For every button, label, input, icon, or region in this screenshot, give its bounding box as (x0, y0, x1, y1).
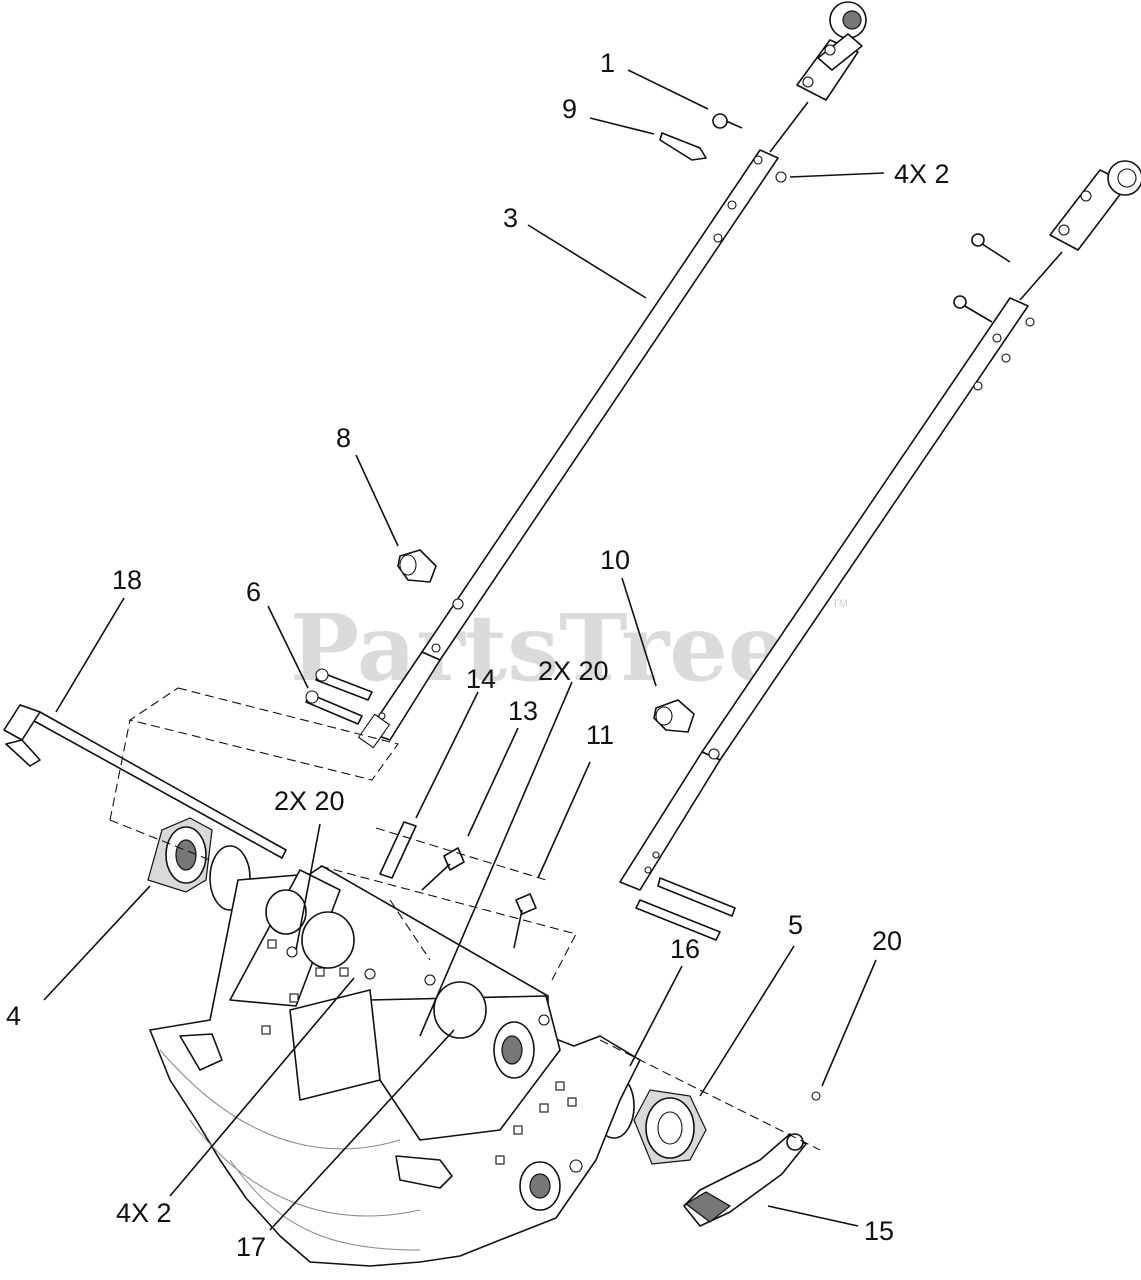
shaft-part-18 (3, 704, 287, 859)
bearing-housing-part-4 (147, 817, 213, 893)
bracket-part-14 (379, 821, 417, 879)
callout-8: 8 (336, 423, 351, 453)
mower-frame-housing (149, 865, 641, 1267)
assembly-lines (109, 687, 821, 1151)
callout-3: 3 (503, 203, 518, 233)
callout-10: 10 (600, 545, 630, 575)
callout-9: 9 (562, 94, 577, 124)
callout-2x20-left: 2X 20 (274, 786, 345, 816)
callout-18: 18 (112, 565, 142, 595)
callout-2x20-center: 2X 20 (538, 656, 609, 686)
pin-part-20 (811, 1091, 821, 1101)
callout-4x2-bottom: 4X 2 (116, 1198, 172, 1228)
callout-15: 15 (864, 1216, 894, 1246)
clip-part-9 (659, 132, 707, 161)
bolts-part-6 (305, 668, 373, 725)
cable-clip-part-10 (653, 699, 695, 733)
bearing-housing-part-5 (633, 1089, 707, 1165)
leader-lines (43, 69, 885, 1231)
disc-left (301, 911, 355, 969)
brake-pedal-part-15 (683, 1091, 821, 1227)
spring-part-13 (421, 847, 465, 891)
callout-4x2-top: 4X 2 (894, 159, 950, 189)
callout-6: 6 (246, 577, 261, 607)
left-handle-grip (769, 1, 867, 153)
callout-1: 1 (600, 48, 615, 78)
left-control-handle (357, 1, 867, 749)
callout-4: 4 (6, 1001, 21, 1031)
spring-part-11 (513, 893, 537, 949)
cable-clip-part-8 (397, 549, 437, 583)
callout-13: 13 (508, 696, 538, 726)
right-control-handle (619, 160, 1141, 941)
callout-17: 17 (236, 1232, 266, 1262)
callout-5: 5 (788, 910, 803, 940)
callout-20: 20 (872, 926, 902, 956)
right-handle-grip (1019, 160, 1141, 301)
disc-right (433, 981, 487, 1039)
pin-part-1 (712, 113, 728, 129)
callout-11: 11 (586, 720, 614, 750)
callout-16: 16 (670, 934, 700, 964)
callout-14: 14 (466, 664, 496, 694)
watermark-text: PartsTree (290, 594, 786, 702)
watermark-trademark: TM (832, 598, 848, 610)
nut-part-2 (775, 171, 787, 183)
